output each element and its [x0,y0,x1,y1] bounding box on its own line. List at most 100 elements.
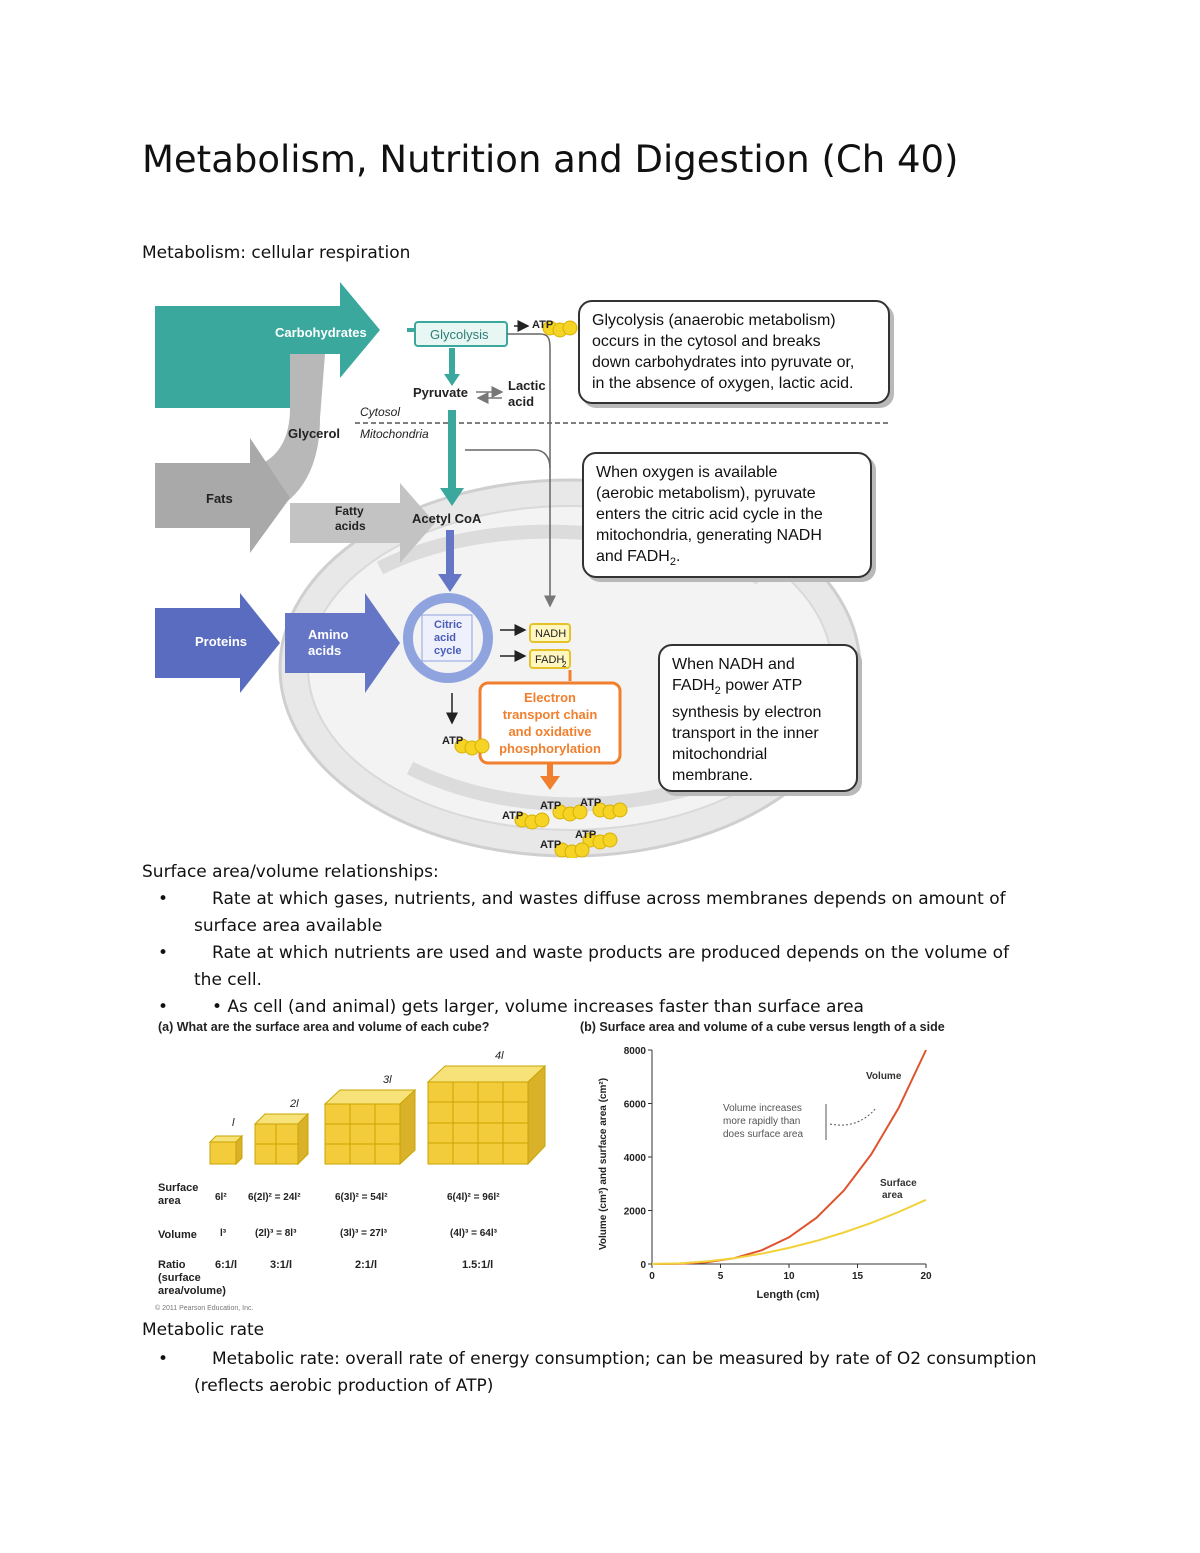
callout-oxygen-line-5: and FADH2. [596,546,858,573]
row-label-ratio-1: Ratio [158,1259,186,1271]
cellular-respiration-figure: Carbohydrates Glycerol Fats Fatty acids … [150,268,910,858]
fadh2-label: FADH [535,654,564,666]
chart-x-axis-label: Length (cm) [757,1289,820,1301]
y-tick-label-2: 4000 [624,1153,647,1164]
row-label-ratio-2: (surface [158,1272,201,1284]
callout-oxygen: When oxygen is available (aerobic metabo… [582,452,872,578]
proteins-label: Proteins [195,634,247,649]
callout-oxygen-line-2: (aerobic metabolism), pyruvate [596,483,858,504]
section-heading-metabolism: Metabolism: cellular respiration [142,243,410,263]
callout-nadh-line-5: mitochondrial [672,744,844,765]
etc-label-4: phosphorylation [499,741,601,756]
y-tick-label-1: 2000 [624,1207,647,1218]
callout-nadh-line-6: membrane. [672,765,844,786]
callout-glycolysis-line-1: Glycolysis (anaerobic metabolism) [592,310,876,331]
callout-nadh-line-2: FADH2 power ATP [672,675,844,702]
sa-value-3: 6(3l)² = 54l² [335,1192,388,1203]
page-title: Metabolism, Nutrition and Digestion (Ch … [142,138,958,181]
x-tick-label-0: 0 [649,1271,655,1282]
callout-glycolysis-line-2: occurs in the cytosol and breaks [592,331,876,352]
cube-figure-a: (a) What are the surface area and volume… [150,1016,570,1314]
lactic-acid-label-2: acid [508,394,534,409]
y-tick-label-3: 6000 [624,1100,647,1111]
chart-annotation-line-2: more rapidly than [723,1116,800,1127]
callout-glycolysis-line-3: down carbohydrates into pyruvate or, [592,352,876,373]
etc-label-3: and oxidative [508,724,591,739]
ratio-value-3: 2:1/l [355,1259,377,1271]
svg-text:ATP: ATP [540,800,561,812]
row-label-volume: Volume [158,1229,197,1241]
cube-2-side-label: 2l [289,1098,299,1110]
copyright-note: © 2011 Pearson Education, Inc. [155,1304,253,1312]
callout-nadh: When NADH and FADH2 power ATP synthesis … [658,644,858,792]
glycolysis-label: Glycolysis [430,327,489,342]
citric-label-3: cycle [434,645,462,657]
chart-title: (b) Surface area and volume of a cube ve… [580,1020,945,1034]
citric-label-2: acid [434,632,456,644]
fadh2-subscript: 2 [562,660,567,669]
sa-value-4: 6(4l)² = 96l² [447,1192,500,1203]
row-label-surface-2: area [158,1195,182,1207]
ratio-value-2: 3:1/l [270,1259,292,1271]
sa-value-1: 6l² [215,1192,227,1203]
x-tick-label-3: 15 [852,1271,864,1282]
svg-text:ATP: ATP [580,797,601,809]
nadh-label: NADH [535,628,566,640]
row-label-ratio-3: area/volume) [158,1285,226,1297]
svg-text:ATP: ATP [540,839,561,851]
citric-label-1: Citric [434,619,462,631]
ratio-value-1: 6:1/l [215,1259,237,1271]
carbohydrates-label: Carbohydrates [275,325,367,340]
bullet-1-line-2: surface area available [194,913,1078,940]
glycerol-label: Glycerol [288,426,340,441]
surface-area-bullet-list: • Rate at which gases, nutrients, and wa… [158,886,1078,1021]
vol-value-3: (3l)³ = 27l³ [340,1228,388,1239]
row-label-surface-1: Surface [158,1182,198,1194]
svg-text:ATP: ATP [532,319,553,331]
pyruvate-label: Pyruvate [413,385,468,400]
annotation-pointer [830,1108,876,1125]
cube-1 [210,1136,242,1164]
x-tick-label-2: 10 [783,1271,795,1282]
cube-2 [255,1114,308,1164]
callout-nadh-line-1: When NADH and [672,654,844,675]
svg-text:ATP: ATP [575,829,596,841]
etc-label-1: Electron [524,690,576,705]
series-line-0 [652,1050,926,1264]
fatty-acids-label-1: Fatty [335,504,364,518]
bullet-item-metabolic-rate: • Metabolic rate: overall rate of energy… [158,1346,1078,1400]
x-tick-label-1: 5 [718,1271,724,1282]
series-label-surface-1: Surface [880,1178,917,1189]
series-label-surface-2: area [882,1190,903,1201]
sa-value-2: 6(2l)² = 24l² [248,1192,301,1203]
bullet-1-line-1: Rate at which gases, nutrients, and wast… [194,886,1078,913]
fatty-acids-label-2: acids [335,519,366,533]
bullet-dot: • [158,886,168,913]
y-tick-label-4: 8000 [624,1046,647,1057]
callout-glycolysis: Glycolysis (anaerobic metabolism) occurs… [578,300,890,404]
bullet-2-line-1: Rate at which nutrients are used and was… [194,940,1078,967]
chart-annotation-line-3: does surface area [723,1129,803,1140]
cube-1-side-label: l [232,1117,235,1129]
chart-figure-b: (b) Surface area and volume of a cube ve… [580,1016,980,1306]
figure-a-title: (a) What are the surface area and volume… [158,1020,489,1034]
section-heading-metabolic-rate: Metabolic rate [142,1320,264,1340]
cytosol-label: Cytosol [360,405,400,419]
ratio-value-4: 1.5:1/l [462,1259,493,1271]
callout-oxygen-line-4: mitochondria, generating NADH [596,525,858,546]
vol-value-1: l³ [220,1228,227,1239]
bullet-dot: • [158,1346,168,1373]
callout-oxygen-line-1: When oxygen is available [596,462,858,483]
fats-label: Fats [206,491,233,506]
metabolic-rate-line-1: Metabolic rate: overall rate of energy c… [194,1346,1078,1373]
lactic-acid-label-1: Lactic [508,378,546,393]
callout-nadh-line-3: synthesis by electron [672,702,844,723]
callout-oxygen-line-3: enters the citric acid cycle in the [596,504,858,525]
cube-3-side-label: 3l [383,1074,392,1086]
bullet-dot: • [158,940,168,967]
y-tick-label-0: 0 [640,1260,646,1271]
metabolic-rate-line-2: (reflects aerobic production of ATP) [194,1373,1078,1400]
vol-value-2: (2l)³ = 8l³ [255,1228,297,1239]
callout-glycolysis-line-4: in the absence of oxygen, lactic acid. [592,373,876,394]
vol-value-4: (4l)³ = 64l³ [450,1228,498,1239]
